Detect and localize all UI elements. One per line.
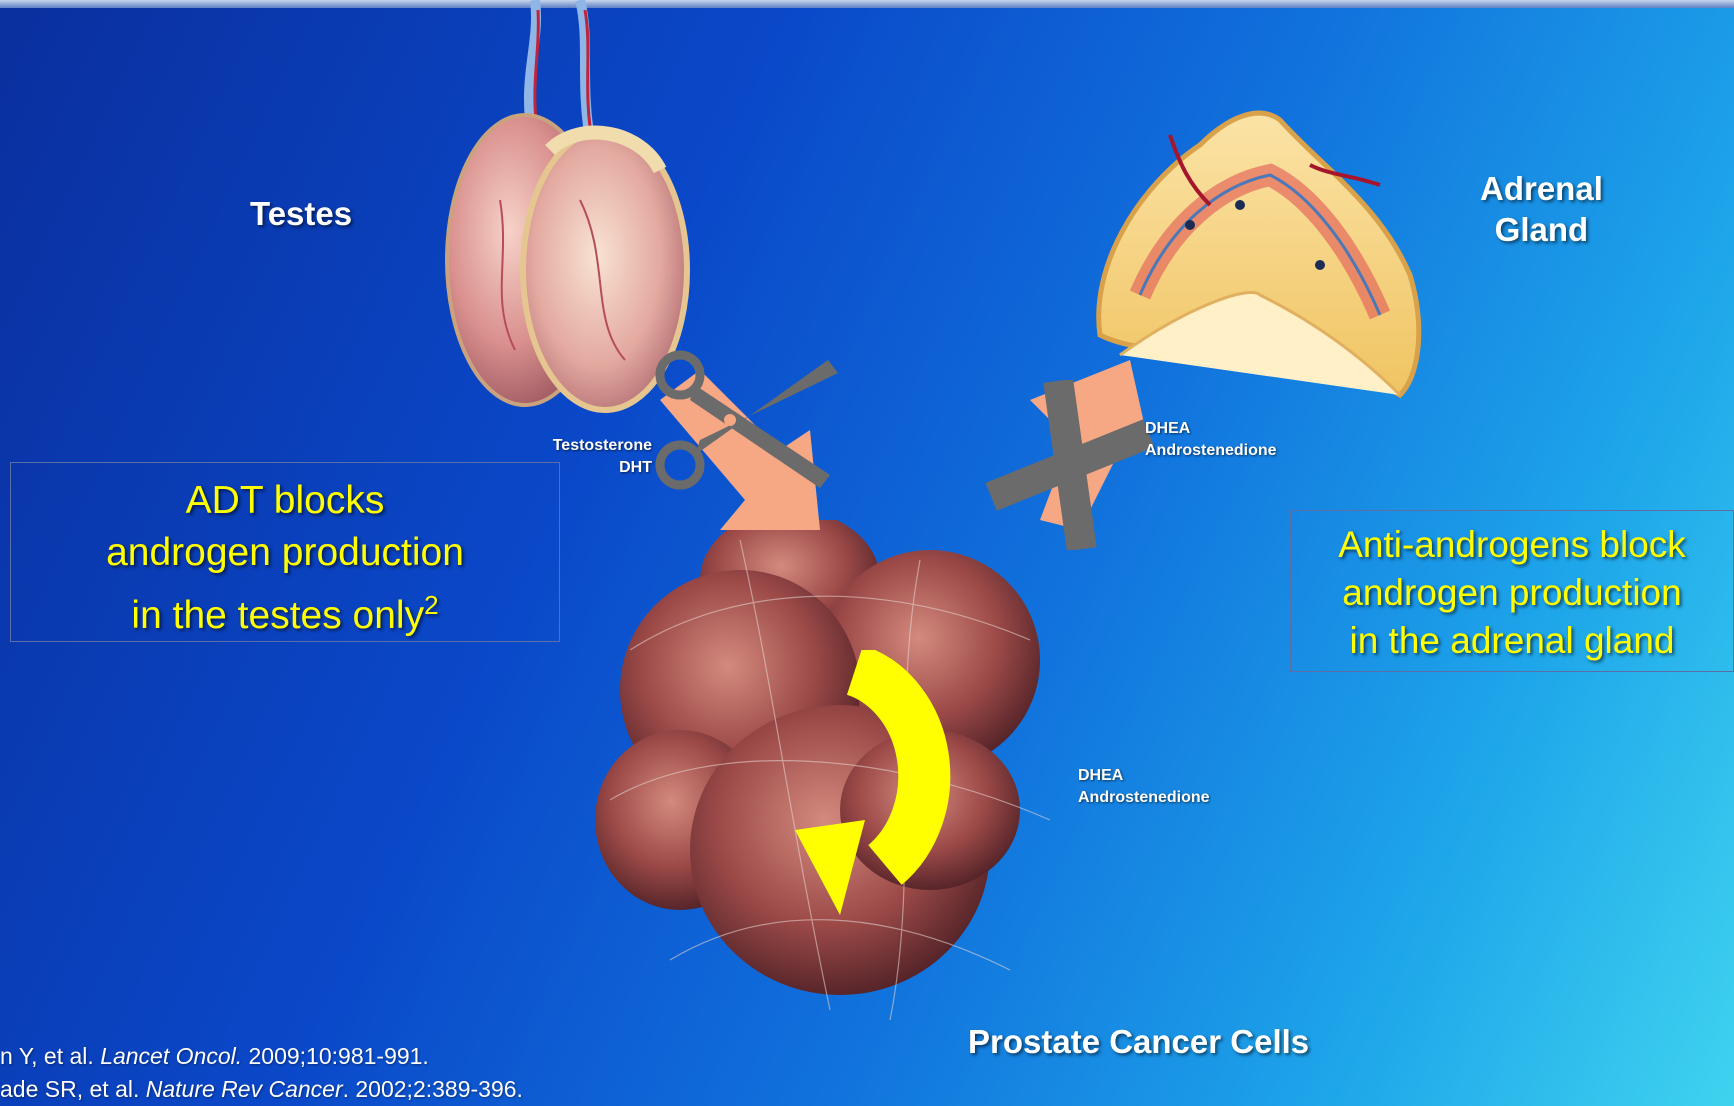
ref1-detail: 2009;10:981-991.: [242, 1043, 429, 1069]
ref1-author: n Y, et al.: [0, 1043, 100, 1069]
adrenal-gland-label: Adrenal Gland: [1480, 168, 1603, 250]
top-border: [0, 0, 1734, 8]
ref2-detail: . 2002;2:389-396.: [343, 1076, 523, 1102]
anti-androgens-callout: Anti-androgens block androgen production…: [1290, 510, 1734, 672]
testes-label: Testes: [250, 195, 352, 233]
adrenal-androstenedione-label: Androstenedione: [1145, 440, 1277, 462]
adrenal-label-line1: Adrenal: [1480, 168, 1603, 209]
reference-2: ade SR, et al. Nature Rev Cancer. 2002;2…: [0, 1076, 523, 1103]
ref2-author: ade SR, et al.: [0, 1076, 146, 1102]
adt-callout: ADT blocks androgen production in the te…: [10, 462, 560, 642]
adt-line1: ADT blocks: [11, 475, 559, 527]
x-block-icon: [985, 380, 1155, 550]
anti-line3: in the adrenal gland: [1291, 617, 1733, 665]
reference-1: n Y, et al. Lancet Oncol. 2009;10:981-99…: [0, 1043, 429, 1070]
anti-line2: androgen production: [1291, 569, 1733, 617]
scissors-icon: [650, 345, 840, 495]
cancer-hormones: DHEA Androstenedione: [1078, 765, 1210, 809]
cancer-androstenedione-label: Androstenedione: [1078, 787, 1210, 809]
cancer-dhea-label: DHEA: [1078, 765, 1210, 787]
ref2-journal: Nature Rev Cancer: [146, 1076, 343, 1102]
anti-line1: Anti-androgens block: [1291, 521, 1733, 569]
adt-line3: in the testes only2: [11, 579, 559, 642]
adt-line3-text: in the testes only: [131, 594, 424, 637]
adrenal-dhea-label: DHEA: [1145, 418, 1277, 440]
adt-footnote-marker: 2: [424, 590, 438, 620]
adrenal-hormones: DHEA Androstenedione: [1145, 418, 1277, 462]
curved-arrow-icon: [795, 650, 965, 920]
adrenal-label-line2: Gland: [1480, 209, 1603, 250]
testosterone-label: Testosterone: [530, 435, 652, 457]
adt-line2: androgen production: [11, 527, 559, 579]
prostate-cancer-cells-label: Prostate Cancer Cells: [968, 1023, 1309, 1061]
ref1-journal: Lancet Oncol.: [100, 1043, 242, 1069]
